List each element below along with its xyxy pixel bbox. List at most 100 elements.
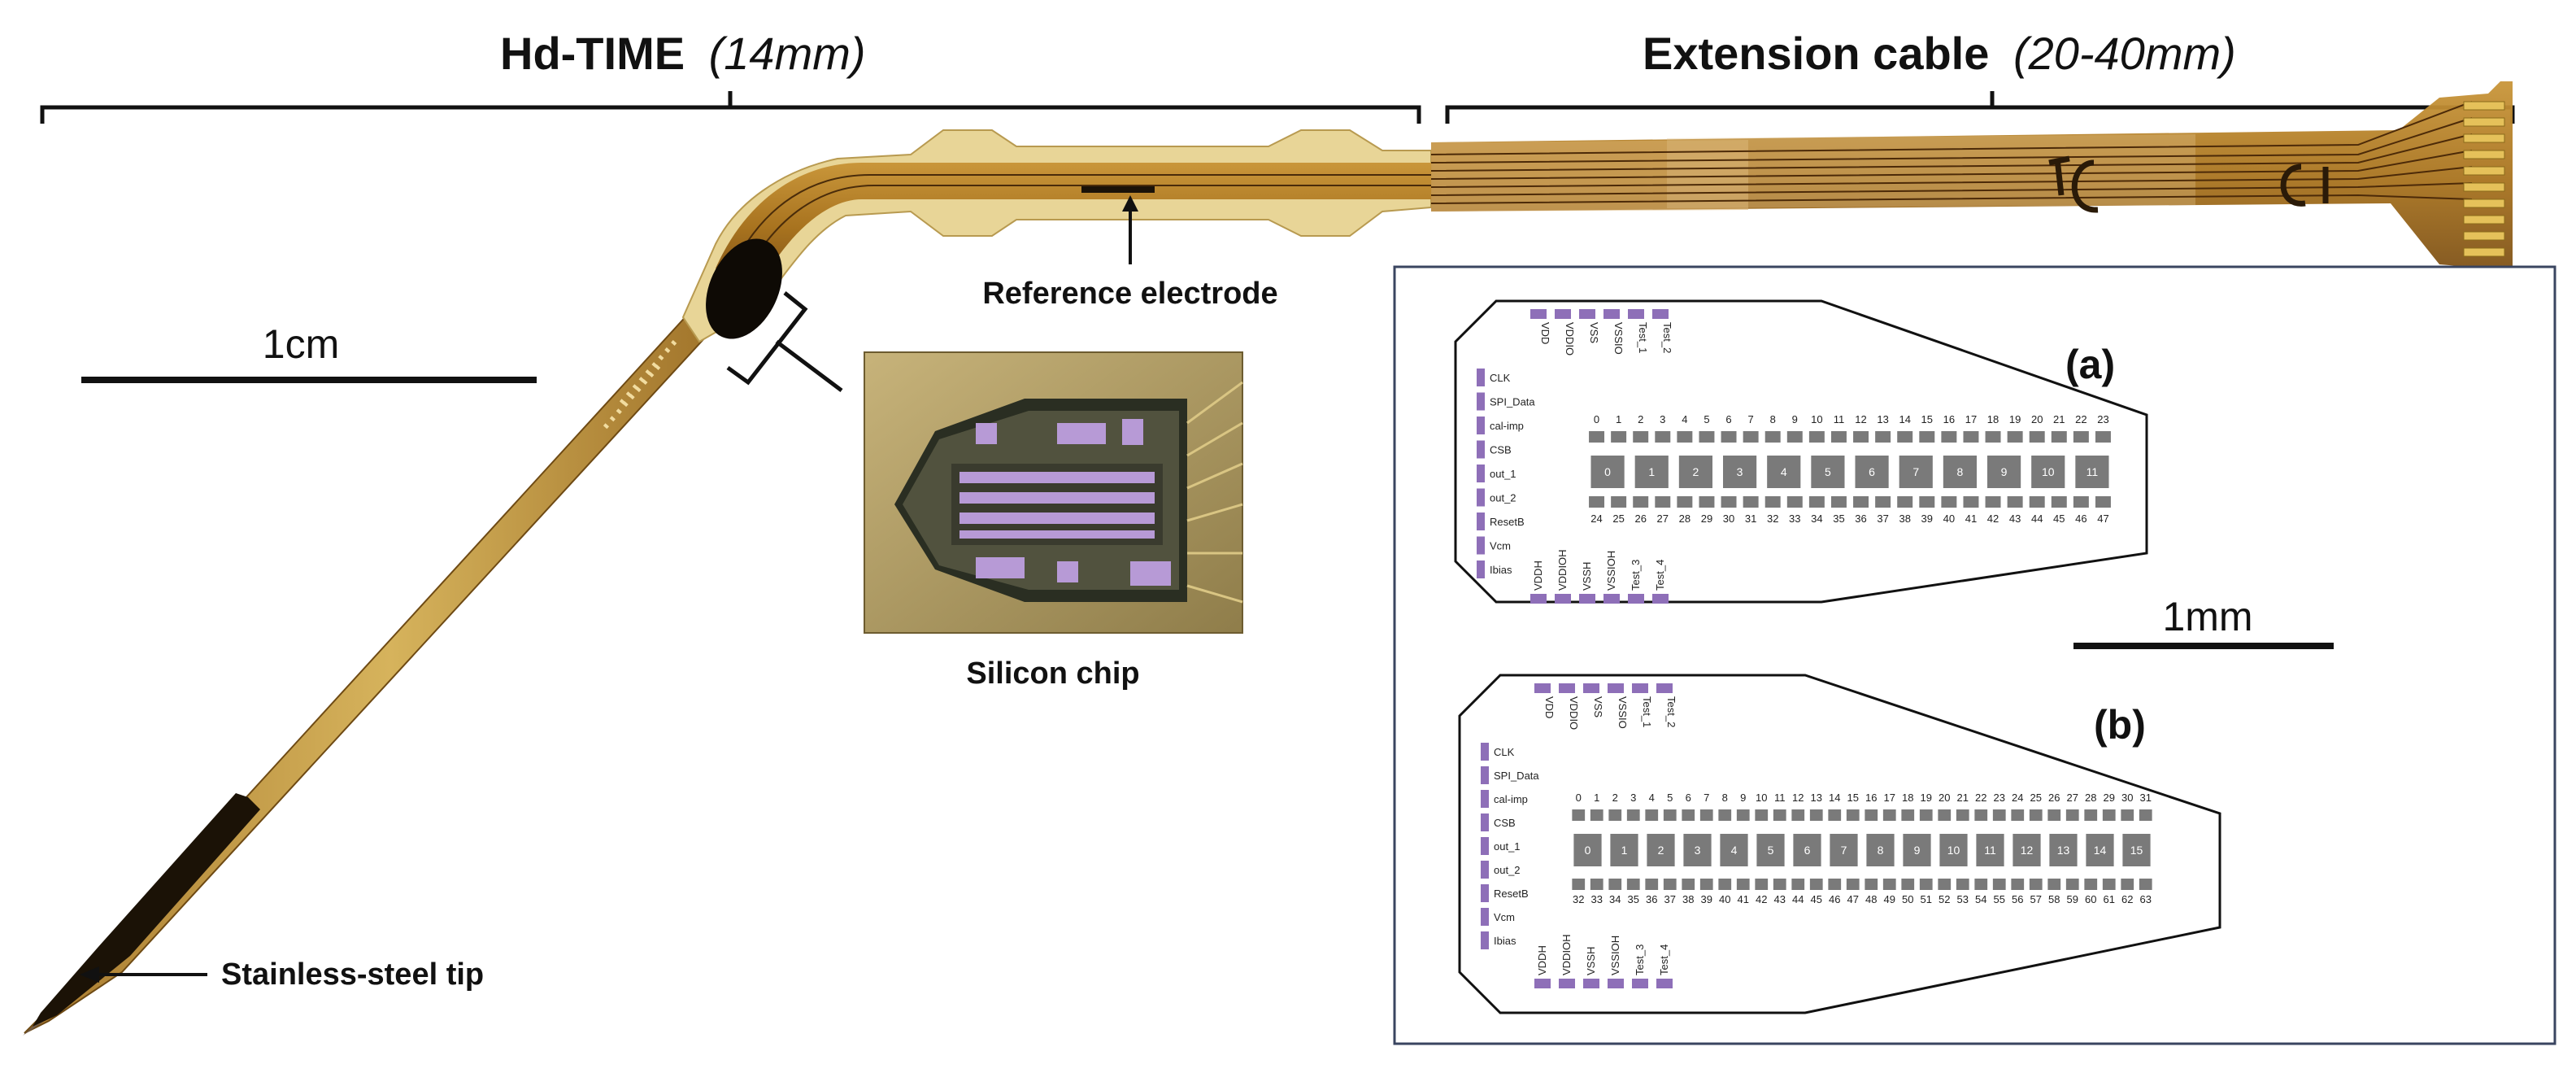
panel-a-small-electrode-bottom bbox=[1655, 496, 1671, 508]
panel-a-large-electrode bbox=[1767, 456, 1801, 488]
panel-a-electrode-number-bottom: 36 bbox=[1855, 513, 1866, 525]
panel-b-top-pin-label: VSS bbox=[1592, 696, 1604, 718]
panel-b-small-electrode-bottom bbox=[1572, 879, 1586, 890]
panel-b-electrode-number-bottom: 39 bbox=[1701, 893, 1712, 905]
panel-b-electrode-number-top: 14 bbox=[1829, 792, 1840, 804]
panel-a-bottom-pin-label: Test_4 bbox=[1654, 560, 1666, 591]
panel-b-electrode-number-top: 15 bbox=[1847, 792, 1859, 804]
panel-a-small-electrode-top bbox=[1633, 431, 1649, 443]
panel-a-small-electrode-top bbox=[1875, 431, 1891, 443]
panel-a-top-pad bbox=[1603, 309, 1620, 319]
panel-b-electrode-number-bottom: 57 bbox=[2030, 893, 2042, 905]
panel-b-electrode-number-top: 3 bbox=[1630, 792, 1636, 804]
panel-a-electrode-number-top: 2 bbox=[1638, 413, 1643, 425]
panel-a-electrode-number-bottom: 44 bbox=[2031, 513, 2043, 525]
panel-b-small-electrode-bottom bbox=[1865, 879, 1878, 890]
panel-a-small-electrode-top bbox=[1808, 431, 1825, 443]
panel-b-top-pad bbox=[1559, 683, 1575, 693]
panel-a-large-electrode bbox=[1987, 456, 2021, 488]
panel-a-electrode-number-top: 21 bbox=[2053, 413, 2065, 425]
panel-a-electrode-number-top: 16 bbox=[1943, 413, 1955, 425]
panel-a-large-electrode-number: 5 bbox=[1825, 465, 1831, 478]
panel-b-electrode-number-bottom: 50 bbox=[1902, 893, 1913, 905]
stainless-tip-label: Stainless-steel tip bbox=[221, 957, 484, 992]
panel-a-top-pad bbox=[1628, 309, 1644, 319]
panel-b-electrode-number-bottom: 44 bbox=[1792, 893, 1804, 905]
panel-b-large-electrode-number: 9 bbox=[1914, 844, 1921, 857]
panel-b-left-pin-label: ResetB bbox=[1494, 888, 1529, 900]
panel-b-small-electrode-top bbox=[1791, 809, 1805, 821]
panel-a-electrode-number-bottom: 29 bbox=[1701, 513, 1712, 525]
panel-a-electrode-number-top: 11 bbox=[1834, 413, 1845, 425]
panel-b-small-electrode-bottom bbox=[2084, 879, 2098, 890]
panel-a-electrode-number-top: 15 bbox=[1921, 413, 1933, 425]
panel-b-small-electrode-top bbox=[2047, 809, 2061, 821]
panel-a-large-electrode bbox=[2031, 456, 2065, 488]
panel-b-electrode-number-top: 27 bbox=[2067, 792, 2078, 804]
panel-b-electrode-number-top: 9 bbox=[1740, 792, 1746, 804]
panel-b-bottom-pad bbox=[1583, 979, 1599, 988]
panel-b-small-electrode-top bbox=[1919, 809, 1933, 821]
panel-a-electrode-number-bottom: 33 bbox=[1789, 513, 1800, 525]
panel-a-electrode-number-bottom: 25 bbox=[1612, 513, 1624, 525]
panel-a-electrode-number-bottom: 46 bbox=[2075, 513, 2086, 525]
panel-b-electrode-number-bottom: 32 bbox=[1573, 893, 1584, 905]
panel-a-electrode-number-top: 4 bbox=[1682, 413, 1687, 425]
panel-b-small-electrode-top bbox=[1608, 809, 1622, 821]
panel-a-outline bbox=[1454, 299, 2148, 604]
panel-b-large-electrode bbox=[1793, 834, 1821, 866]
panel-b-electrode-number-top: 25 bbox=[2030, 792, 2042, 804]
panel-b-small-electrode-bottom bbox=[2011, 879, 2025, 890]
panel-a-left-pin-label: CSB bbox=[1490, 444, 1512, 456]
panel-b-small-electrode-bottom bbox=[1773, 879, 1786, 890]
panel-a-bottom-pin-label: VSSH bbox=[1581, 562, 1593, 591]
panel-b-top-pin-label: VDD bbox=[1543, 696, 1556, 718]
panel-b-large-electrode-number: 5 bbox=[1768, 844, 1774, 857]
panel-b-large-electrode bbox=[1683, 834, 1712, 866]
panel-a-large-electrode-number: 11 bbox=[2086, 465, 2099, 478]
panel-b-electrode-number-bottom: 42 bbox=[1756, 893, 1767, 905]
panel-b-small-electrode-top bbox=[1699, 809, 1713, 821]
panel-a-left-pin-label: out_1 bbox=[1490, 468, 1516, 480]
panel-a-electrode-number-bottom: 47 bbox=[2097, 513, 2108, 525]
reference-electrode-label: Reference electrode bbox=[982, 277, 1277, 311]
panel-a-large-electrode bbox=[1678, 456, 1712, 488]
panel-b-small-electrode-top bbox=[1938, 809, 1952, 821]
panel-b-small-electrode-bottom bbox=[1755, 879, 1769, 890]
panel-b-large-electrode bbox=[1903, 834, 1931, 866]
panel-a-electrode-number-bottom: 34 bbox=[1811, 513, 1822, 525]
panel-b-bottom-pad bbox=[1608, 979, 1624, 988]
panel-a-electrode-number-top: 10 bbox=[1811, 413, 1822, 425]
panel-b-large-electrode-number: 3 bbox=[1695, 844, 1701, 857]
panel-b-small-electrode-bottom bbox=[1974, 879, 1988, 890]
panel-b-small-electrode-bottom bbox=[1938, 879, 1952, 890]
panel-a-electrode-number-bottom: 26 bbox=[1634, 513, 1646, 525]
panel-a-small-electrode-bottom bbox=[1830, 496, 1847, 508]
panel-a-small-electrode-top bbox=[1764, 431, 1781, 443]
panel-b-small-electrode-bottom bbox=[2121, 879, 2134, 890]
scale-bar-1mm bbox=[2073, 643, 2334, 649]
panel-a-large-electrode bbox=[1943, 456, 1977, 488]
panel-a-bottom-pad bbox=[1652, 594, 1669, 604]
panel-a-small-electrode-top bbox=[1743, 431, 1759, 443]
panel-a-left-pin-label: Vcm bbox=[1490, 540, 1511, 552]
panel-b-small-electrode-top bbox=[1736, 809, 1750, 821]
panel-b-small-electrode-top bbox=[1682, 809, 1695, 821]
panel-b-small-electrode-top bbox=[1663, 809, 1677, 821]
panel-b-electrode-number-bottom: 53 bbox=[1957, 893, 1969, 905]
panel-b-left-pin-label: out_2 bbox=[1494, 864, 1521, 876]
panel-a-small-electrode-bottom bbox=[1677, 496, 1693, 508]
panel-a-small-electrode-top bbox=[2029, 431, 2045, 443]
panel-a-large-electrode-number: 4 bbox=[1781, 465, 1787, 478]
panel-b-small-electrode-top bbox=[2084, 809, 2098, 821]
panel-a-top-pad bbox=[1555, 309, 1571, 319]
panel-a-small-electrode-top bbox=[2073, 431, 2089, 443]
panel-b-small-electrode-bottom bbox=[1992, 879, 2006, 890]
panel-a-top-pin-label: VDD bbox=[1539, 322, 1551, 344]
panel-a-small-electrode-bottom bbox=[1853, 496, 1869, 508]
reference-electrode-pad bbox=[1081, 186, 1155, 193]
hd-time-heading: Hd-TIME (14mm) bbox=[500, 28, 866, 79]
panel-b-electrode-number-top: 4 bbox=[1649, 792, 1655, 804]
panel-b-top-pad bbox=[1632, 683, 1648, 693]
